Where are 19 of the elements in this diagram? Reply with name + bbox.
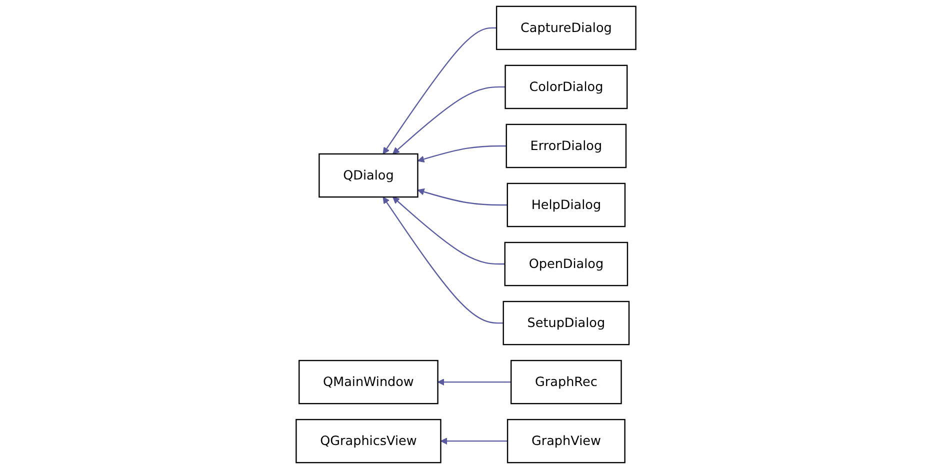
arrow — [382, 196, 504, 324]
node-box: ErrorDialog — [506, 124, 627, 168]
arrow — [440, 438, 508, 445]
arrow — [437, 378, 512, 386]
node-box: CaptureDialog — [496, 6, 636, 50]
node-box: GraphRec — [510, 360, 622, 404]
arrow — [392, 196, 505, 265]
node-box: GraphView — [506, 418, 626, 464]
arrow — [417, 188, 508, 206]
node-box: ColorDialog — [504, 64, 628, 110]
arrow — [417, 145, 506, 163]
node-box: SetupDialog — [502, 300, 630, 346]
node-box: QMainWindow — [298, 360, 438, 404]
node-box: OpenDialog — [504, 242, 628, 286]
arrow — [382, 27, 497, 154]
arrow — [392, 86, 506, 154]
node-box: QGraphicsView — [296, 418, 442, 464]
node-box: HelpDialog — [506, 182, 626, 228]
node-box: QDialog — [318, 153, 418, 198]
